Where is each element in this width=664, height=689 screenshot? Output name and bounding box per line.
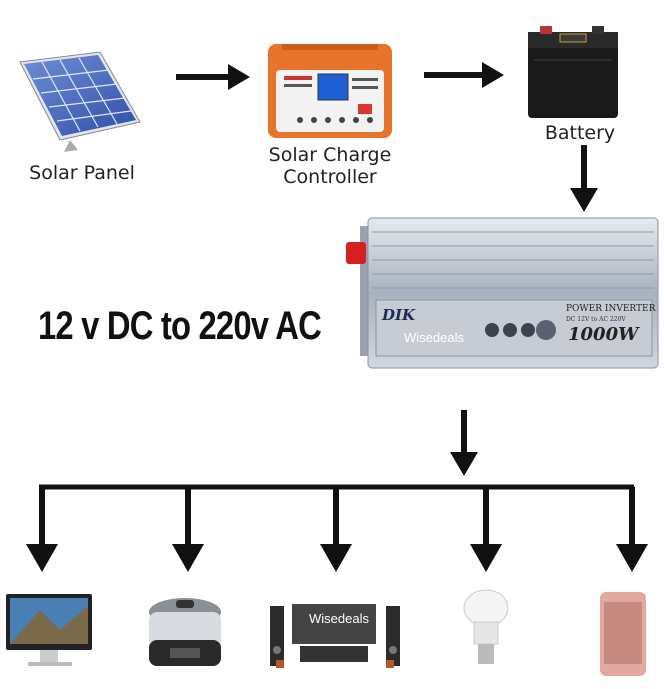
- inverter-spec: DC 12V to AC 220V: [566, 316, 626, 323]
- charge-controller-label-line1: Solar Charge: [268, 144, 392, 166]
- monitor-icon: [6, 594, 92, 666]
- arrowhead-inverter-down: [450, 452, 478, 476]
- arrowhead-cooker: [172, 544, 204, 572]
- arrowhead-controller-to-battery: [482, 62, 504, 88]
- battery-label: Battery: [544, 122, 616, 144]
- inverter-rating: 1000W: [568, 324, 639, 345]
- appliances-watermark: Wisedeals: [309, 611, 369, 626]
- smartphone-icon: [600, 592, 646, 676]
- solar-panel-label: Solar Panel: [29, 162, 135, 184]
- arrowhead-audio: [320, 544, 352, 572]
- arrowhead-monitor: [26, 544, 58, 572]
- inverter-title: POWER INVERTER: [566, 304, 656, 314]
- audio-system-icon: [270, 604, 400, 668]
- charge-controller-label-line2: Controller: [283, 166, 377, 188]
- inverter-watermark: Wisedeals: [404, 330, 464, 345]
- arrowhead-bulb: [470, 544, 502, 572]
- conversion-text: 12 v DC to 220v AC: [38, 304, 322, 348]
- arrowhead-panel-to-controller: [228, 64, 250, 90]
- inverter-brand: DIK: [382, 306, 416, 324]
- arrowhead-battery-to-inverter: [570, 188, 598, 212]
- arrowhead-phone: [616, 544, 648, 572]
- light-bulb-icon: [463, 589, 509, 664]
- rice-cooker-icon: [149, 598, 221, 666]
